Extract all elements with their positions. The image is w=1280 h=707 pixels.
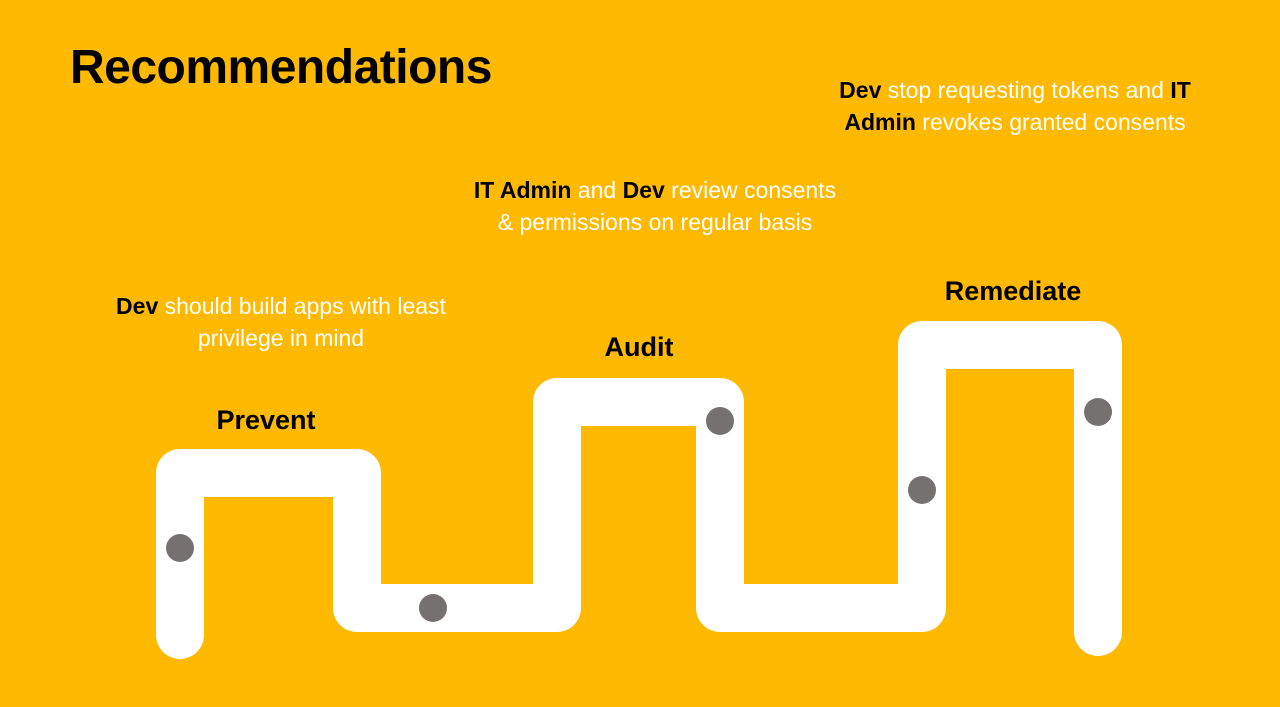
role-emphasis: Dev	[839, 77, 882, 103]
page-title: Recommendations	[70, 41, 492, 94]
milestone-dot-4	[908, 476, 936, 504]
stage-description-prevent: Dev should build apps with least privile…	[96, 290, 466, 354]
description-text: should build apps with least privilege i…	[158, 293, 446, 352]
description-text: review consents & permissions on regular…	[497, 177, 837, 236]
milestone-dot-5	[1084, 398, 1112, 426]
role-emphasis: IT Admin	[844, 77, 1191, 136]
milestone-dot-3	[706, 407, 734, 435]
stage-description-audit: IT Admin and Dev review consents & permi…	[470, 174, 840, 238]
stage-label-remediate: Remediate	[944, 276, 1082, 306]
stage-description-remediate: Dev stop requesting tokens and IT Admin …	[830, 74, 1200, 138]
staircase-marker-group	[166, 398, 1112, 622]
role-emphasis: Dev	[622, 177, 665, 203]
stage-label-prevent: Prevent	[216, 405, 316, 435]
staircase-path-line	[156, 321, 1122, 659]
role-emphasis: IT Admin	[473, 177, 572, 203]
stage-label-audit: Audit	[604, 332, 674, 362]
milestone-dot-1	[166, 534, 194, 562]
milestone-dot-2	[419, 594, 447, 622]
description-text: revokes granted consents	[915, 109, 1186, 136]
description-text: stop requesting tokens and	[881, 77, 1171, 103]
role-emphasis: Dev	[116, 293, 159, 319]
description-text: and	[571, 177, 623, 203]
